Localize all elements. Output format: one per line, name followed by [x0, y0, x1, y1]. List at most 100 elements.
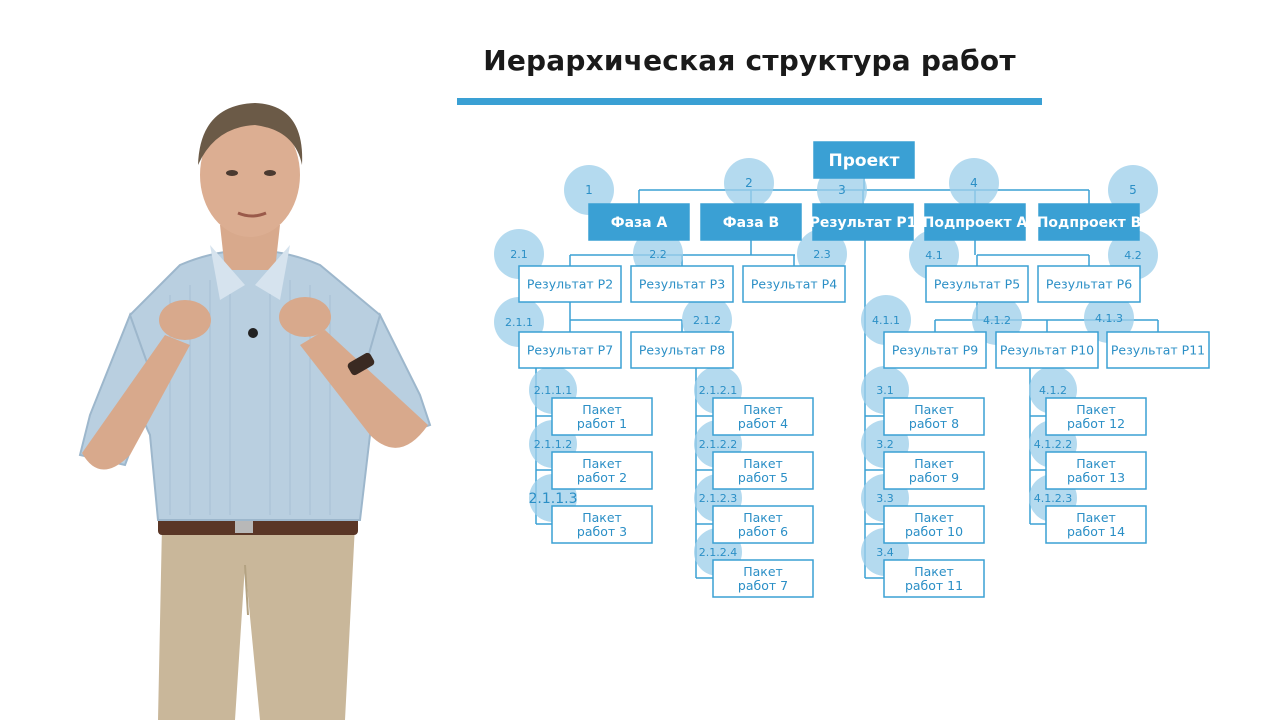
node-level3-3: Результат P9 — [883, 331, 987, 369]
code-label-2.2: 2.2 — [649, 248, 667, 261]
code-label-2.1.2.1: 2.1.2.1 — [699, 384, 737, 397]
node-package-9-box — [883, 451, 985, 490]
node-level1-5-box — [1038, 203, 1140, 241]
node-package-1-label: работ 1 — [577, 416, 627, 431]
node-package-2-label: Пакет — [582, 456, 622, 471]
node-level1-1-label: Фаза A — [611, 215, 668, 231]
code-label-4.1: 4.1 — [925, 249, 943, 262]
node-package-6-box — [712, 505, 814, 544]
node-level1-2-label: Фаза B — [723, 215, 779, 231]
code-label-5: 5 — [1129, 183, 1137, 197]
code-label-2.1.2: 2.1.2 — [693, 314, 721, 327]
node-level3-5-label: Результат P11 — [1111, 343, 1205, 358]
node-package-14-box — [1045, 505, 1147, 544]
node-level1-3-box — [812, 203, 914, 241]
node-package-14-label: работ 14 — [1067, 524, 1125, 539]
node-package-8-label: работ 8 — [909, 416, 959, 431]
node-root-label: Проект — [829, 151, 900, 171]
node-package-8-label: Пакет — [914, 402, 954, 417]
node-level2-4-label: Результат P5 — [934, 277, 1020, 292]
title-underline — [457, 98, 1042, 105]
node-level2-5-box — [1037, 265, 1141, 303]
node-level1-2-box — [700, 203, 802, 241]
node-package-4-label: работ 4 — [738, 416, 788, 431]
node-level2-2: Результат P3 — [630, 265, 734, 303]
code-circle — [724, 158, 774, 208]
code-label-2.1.1.3: 2.1.1.3 — [529, 491, 578, 507]
node-package-11-box — [883, 559, 985, 598]
code-label-4.1.2: 4.1.2 — [983, 314, 1011, 327]
node-level1-5: Подпроект B — [1037, 203, 1142, 241]
node-package-10-label: работ 10 — [905, 524, 963, 539]
code-label-3.2: 3.2 — [876, 438, 894, 451]
node-level1-1-box — [588, 203, 690, 241]
node-level3-1-label: Результат P7 — [527, 343, 613, 358]
node-level1-3-label: Результат P1 — [810, 215, 917, 231]
code-label-4.2: 4.2 — [1124, 249, 1142, 262]
node-level3-1: Результат P7 — [518, 331, 622, 369]
node-package-7-label: работ 7 — [738, 578, 788, 593]
node-level3-2: Результат P8 — [630, 331, 734, 369]
node-level1-3: Результат P1 — [810, 203, 917, 241]
node-package-10-box — [883, 505, 985, 544]
node-package-5-label: работ 5 — [738, 470, 788, 485]
node-package-1-box — [551, 397, 653, 436]
node-package-9-label: Пакет — [914, 456, 954, 471]
code-circle — [949, 158, 999, 208]
node-level3-1-box — [518, 331, 622, 369]
node-package-13-label: Пакет — [1076, 456, 1116, 471]
node-package-14-label: Пакет — [1076, 510, 1116, 525]
node-level3-5: Результат P11 — [1106, 331, 1210, 369]
node-level1-5-label: Подпроект B — [1037, 215, 1142, 231]
node-level3-4-label: Результат P10 — [1000, 343, 1094, 358]
code-label-3.3: 3.3 — [876, 492, 894, 505]
node-package-2-label: работ 2 — [577, 470, 627, 485]
node-level1-4-box — [924, 203, 1026, 241]
node-level2-1: Результат P2 — [518, 265, 622, 303]
node-package-6-label: Пакет — [743, 510, 783, 525]
node-level2-3-label: Результат P4 — [751, 277, 837, 292]
node-package-5-box — [712, 451, 814, 490]
node-level2-5: Результат P6 — [1037, 265, 1141, 303]
code-label-3.1: 3.1 — [876, 384, 894, 397]
code-label-4.1.1: 4.1.1 — [872, 314, 900, 327]
code-label-2.1.2.2: 2.1.2.2 — [699, 438, 737, 451]
code-label-3.4: 3.4 — [876, 546, 894, 559]
node-level3-4: Результат P10 — [995, 331, 1099, 369]
node-package-12-label: Пакет — [1076, 402, 1116, 417]
code-label-2.3: 2.3 — [813, 248, 831, 261]
node-package-4-box — [712, 397, 814, 436]
code-label-4: 4 — [970, 176, 978, 190]
node-level3-3-box — [883, 331, 987, 369]
code-label-3: 3 — [838, 183, 846, 197]
node-level3-5-box — [1106, 331, 1210, 369]
node-package-10-label: Пакет — [914, 510, 954, 525]
presenter-figure — [78, 103, 432, 720]
node-package-7-box — [712, 559, 814, 598]
code-label-2.1.2.4: 2.1.2.4 — [699, 546, 737, 559]
code-label-2: 2 — [745, 176, 753, 190]
slide-title: Иерархическая структура работ — [483, 44, 1016, 77]
code-label-1: 1 — [585, 183, 593, 197]
node-package-13-box — [1045, 451, 1147, 490]
node-package-9-label: работ 9 — [909, 470, 959, 485]
node-level2-4-box — [925, 265, 1029, 303]
code-label-2.1.1.2: 2.1.1.2 — [534, 438, 572, 451]
node-level3-2-box — [630, 331, 734, 369]
code-label-4.1.2.2: 4.1.2.2 — [1034, 438, 1072, 451]
code-label-2.1.1.1: 2.1.1.1 — [534, 384, 572, 397]
code-label-4.1.2: 4.1.2 — [1039, 384, 1067, 397]
node-level1-2: Фаза B — [700, 203, 802, 241]
node-package-5-label: Пакет — [743, 456, 783, 471]
